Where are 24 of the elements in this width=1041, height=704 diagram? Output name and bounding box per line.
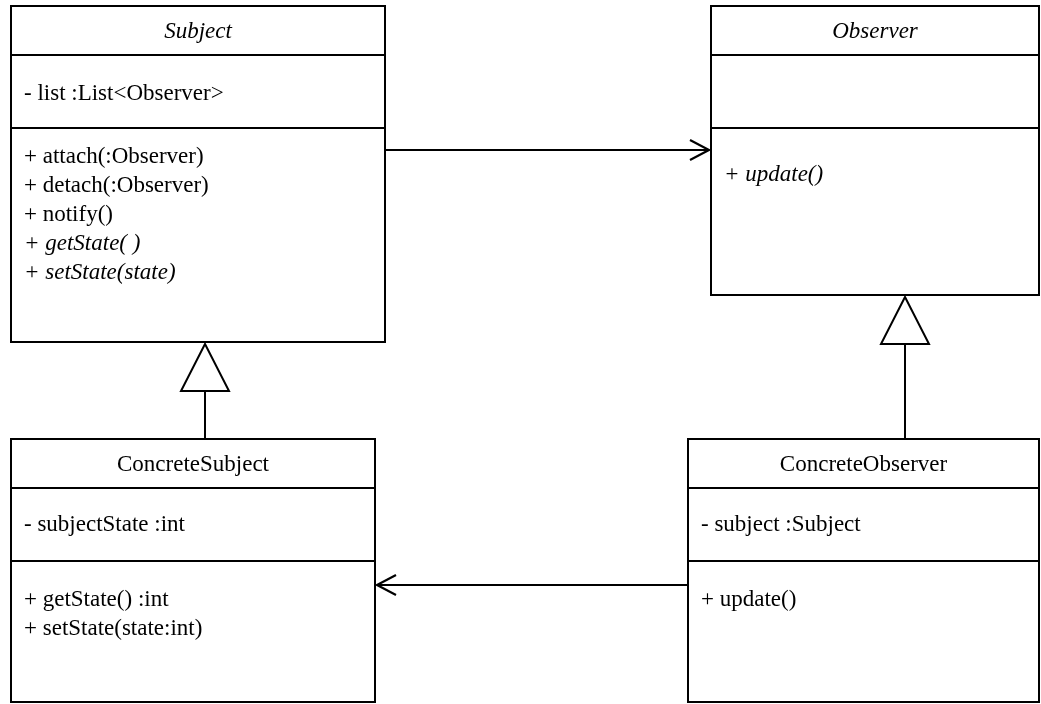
- member-text: + getState() :int: [24, 585, 169, 613]
- class-name: Subject: [163, 17, 234, 45]
- member-text: + update(): [724, 160, 824, 188]
- member-text: + attach(:Observer): [24, 142, 204, 170]
- class-box: [10, 438, 376, 703]
- generalization-arrow: [880, 296, 930, 439]
- class-name: Observer: [831, 17, 919, 45]
- member-text: + getState( ): [24, 229, 141, 257]
- attribute-text: - subject :Subject: [701, 510, 861, 538]
- class-name: ConcreteObserver: [778, 450, 949, 478]
- attribute-text: - list :List<Observer>: [24, 79, 224, 107]
- member-text: + setState(state): [24, 258, 176, 286]
- association-arrow: [375, 573, 688, 597]
- class-box: [710, 5, 1040, 296]
- member-text: + notify(): [24, 200, 113, 228]
- association-arrow: [385, 138, 711, 162]
- member-text: + update(): [701, 585, 797, 613]
- generalization-arrow: [180, 343, 230, 439]
- member-text: + setState(state:int): [24, 614, 203, 642]
- class-name: ConcreteSubject: [116, 450, 270, 478]
- attribute-text: - subjectState :int: [24, 510, 185, 538]
- member-text: + detach(:Observer): [24, 171, 209, 199]
- class-box: [687, 438, 1040, 703]
- class-box: [10, 5, 386, 343]
